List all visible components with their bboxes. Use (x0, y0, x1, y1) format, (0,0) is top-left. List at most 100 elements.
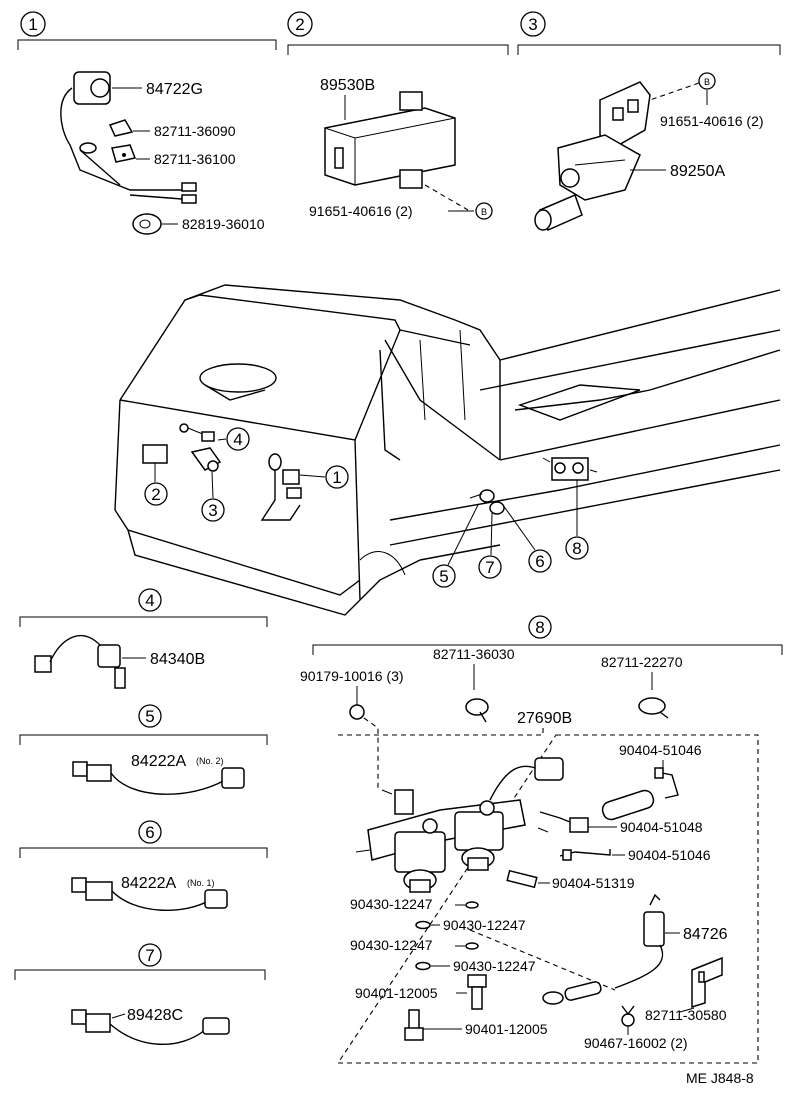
section-5: 5 84222A (No. 2) (19, 704, 268, 795)
washer-d-part (415, 961, 431, 971)
section-3-number: 3 (528, 15, 537, 34)
vehicle-computer-part (142, 444, 168, 464)
bolt-a-part (467, 974, 487, 1010)
vehicle-actuator-part (190, 447, 222, 472)
section-7-marker (138, 943, 162, 967)
bolt-b-part (404, 1009, 424, 1041)
callout-1-leader (299, 474, 326, 478)
vehicle-stoplamp-switch-part (179, 423, 215, 442)
sensor-84726-part (542, 893, 665, 1005)
ref-b-marker-s3 (698, 72, 716, 90)
label-84222A-no1: 84222A (121, 875, 176, 892)
vacuum-valve-assembly-part (355, 757, 564, 893)
label-90401-12005-a: 90401-12005 (355, 985, 438, 1001)
callout-2: 2 (151, 485, 160, 504)
vehicle-illustration: 4 1 2 3 5 7 6 8 (114, 284, 781, 616)
label-90430-12247-c: 90430-12247 (350, 937, 433, 953)
callout-4-circle (226, 427, 250, 451)
label-89250A: 89250A (670, 163, 725, 180)
callout-3-circle (201, 498, 225, 522)
vehicle-sensors-part (469, 489, 505, 515)
callout-4-leader (217, 438, 227, 441)
sensor-no1-part (71, 877, 228, 912)
label-90179-10016: 90179-10016 (3) (300, 668, 404, 684)
section-8-number: 8 (535, 618, 544, 637)
washer-c-part (465, 942, 479, 950)
label-90430-12247-b: 90430-12247 (443, 917, 526, 933)
callout-5: 5 (439, 567, 448, 586)
label-91651-40616-s3: 91651-40616 (2) (660, 113, 764, 129)
label-90404-51046-a: 90404-51046 (619, 742, 702, 758)
clamp-36090-part (108, 119, 134, 137)
section-4-bracket (19, 616, 268, 627)
sensor-no2-part (72, 761, 245, 795)
label-84340B: 84340B (150, 651, 205, 668)
callout-3: 3 (208, 501, 217, 520)
callout-2-circle (144, 482, 168, 506)
section-6-number: 6 (145, 823, 154, 842)
section-3: 3 B 91651-40616 (2) 89250A (517, 11, 781, 231)
clamp-36100-part (111, 144, 137, 163)
section-8-marker (528, 615, 552, 639)
cruise-switch-part (60, 71, 197, 204)
callout-1-circle (325, 465, 349, 489)
callout-7-leader (490, 512, 493, 556)
label-90404-51046-b: 90404-51046 (628, 847, 711, 863)
section-2-marker (287, 11, 313, 37)
label-84222A-no2: 84222A (131, 753, 186, 770)
speed-sensor-part (71, 1009, 230, 1046)
section-2: 2 89530B 91651-40616 (2) B (287, 11, 509, 220)
label-90467-16002: 90467-16002 (2) (584, 1035, 688, 1051)
callout-5-leader (447, 504, 479, 566)
dashline-84726 (469, 929, 616, 991)
dashline-3 (649, 82, 700, 101)
section-1-number: 1 (28, 15, 37, 34)
vehicle-valve-assembly-part (542, 457, 598, 481)
section-4-number: 4 (145, 591, 154, 610)
actuator-bracket-part (534, 81, 651, 231)
washer-b-part (415, 920, 431, 930)
dashline-2 (424, 184, 469, 211)
fitting-51046-b-part (559, 849, 611, 861)
section-7: 7 89428C (14, 943, 266, 1046)
assembly-dashed-box (336, 727, 759, 1064)
section-6: 6 84222A (No. 1) (19, 820, 268, 912)
label-89428C: 89428C (127, 1007, 183, 1024)
fitting-51319-part (506, 869, 538, 889)
clip-16002-part (621, 1005, 635, 1027)
callout-6-circle (528, 549, 552, 573)
section-5-marker (138, 704, 162, 728)
suffix-no2: (No. 2) (196, 756, 224, 766)
section-5-number: 5 (145, 707, 154, 726)
section-1-bracket (17, 39, 277, 50)
washer-a-part (465, 901, 479, 909)
ref-b-s3: B (704, 77, 710, 87)
section-8-bracket (312, 644, 783, 655)
label-90430-12247-d: 90430-12247 (453, 958, 536, 974)
fitting-51048-part (537, 811, 589, 833)
label-82711-36030: 82711-36030 (433, 646, 515, 662)
section-4: 4 84340B (19, 588, 268, 689)
suffix-no1: (No. 1) (187, 878, 215, 888)
footer-code: ME J848-8 (686, 1070, 754, 1086)
section-2-number: 2 (295, 15, 304, 34)
callout-7-circle (478, 555, 502, 579)
ref-b-marker-s2 (475, 202, 493, 220)
section-7-bracket (14, 969, 266, 980)
vehicle-shift-part (260, 453, 302, 521)
stoplamp-switch-part (34, 634, 126, 689)
callout-3-leader (211, 471, 214, 499)
label-82711-22270: 82711-22270 (601, 654, 683, 670)
callout-6: 6 (535, 552, 544, 571)
section-3-bracket (517, 44, 781, 55)
clip-22270-part (638, 697, 669, 719)
dashline-nut (363, 717, 379, 790)
hose-part (601, 789, 655, 821)
label-90404-51048: 90404-51048 (620, 819, 703, 835)
hose-fitting-51046-part (654, 767, 679, 799)
clip-36030-part (465, 698, 489, 723)
section-1: 1 84722G 82711-36090 82711-36100 (17, 11, 277, 235)
section-7-number: 7 (145, 946, 154, 965)
section-4-marker (138, 588, 162, 612)
